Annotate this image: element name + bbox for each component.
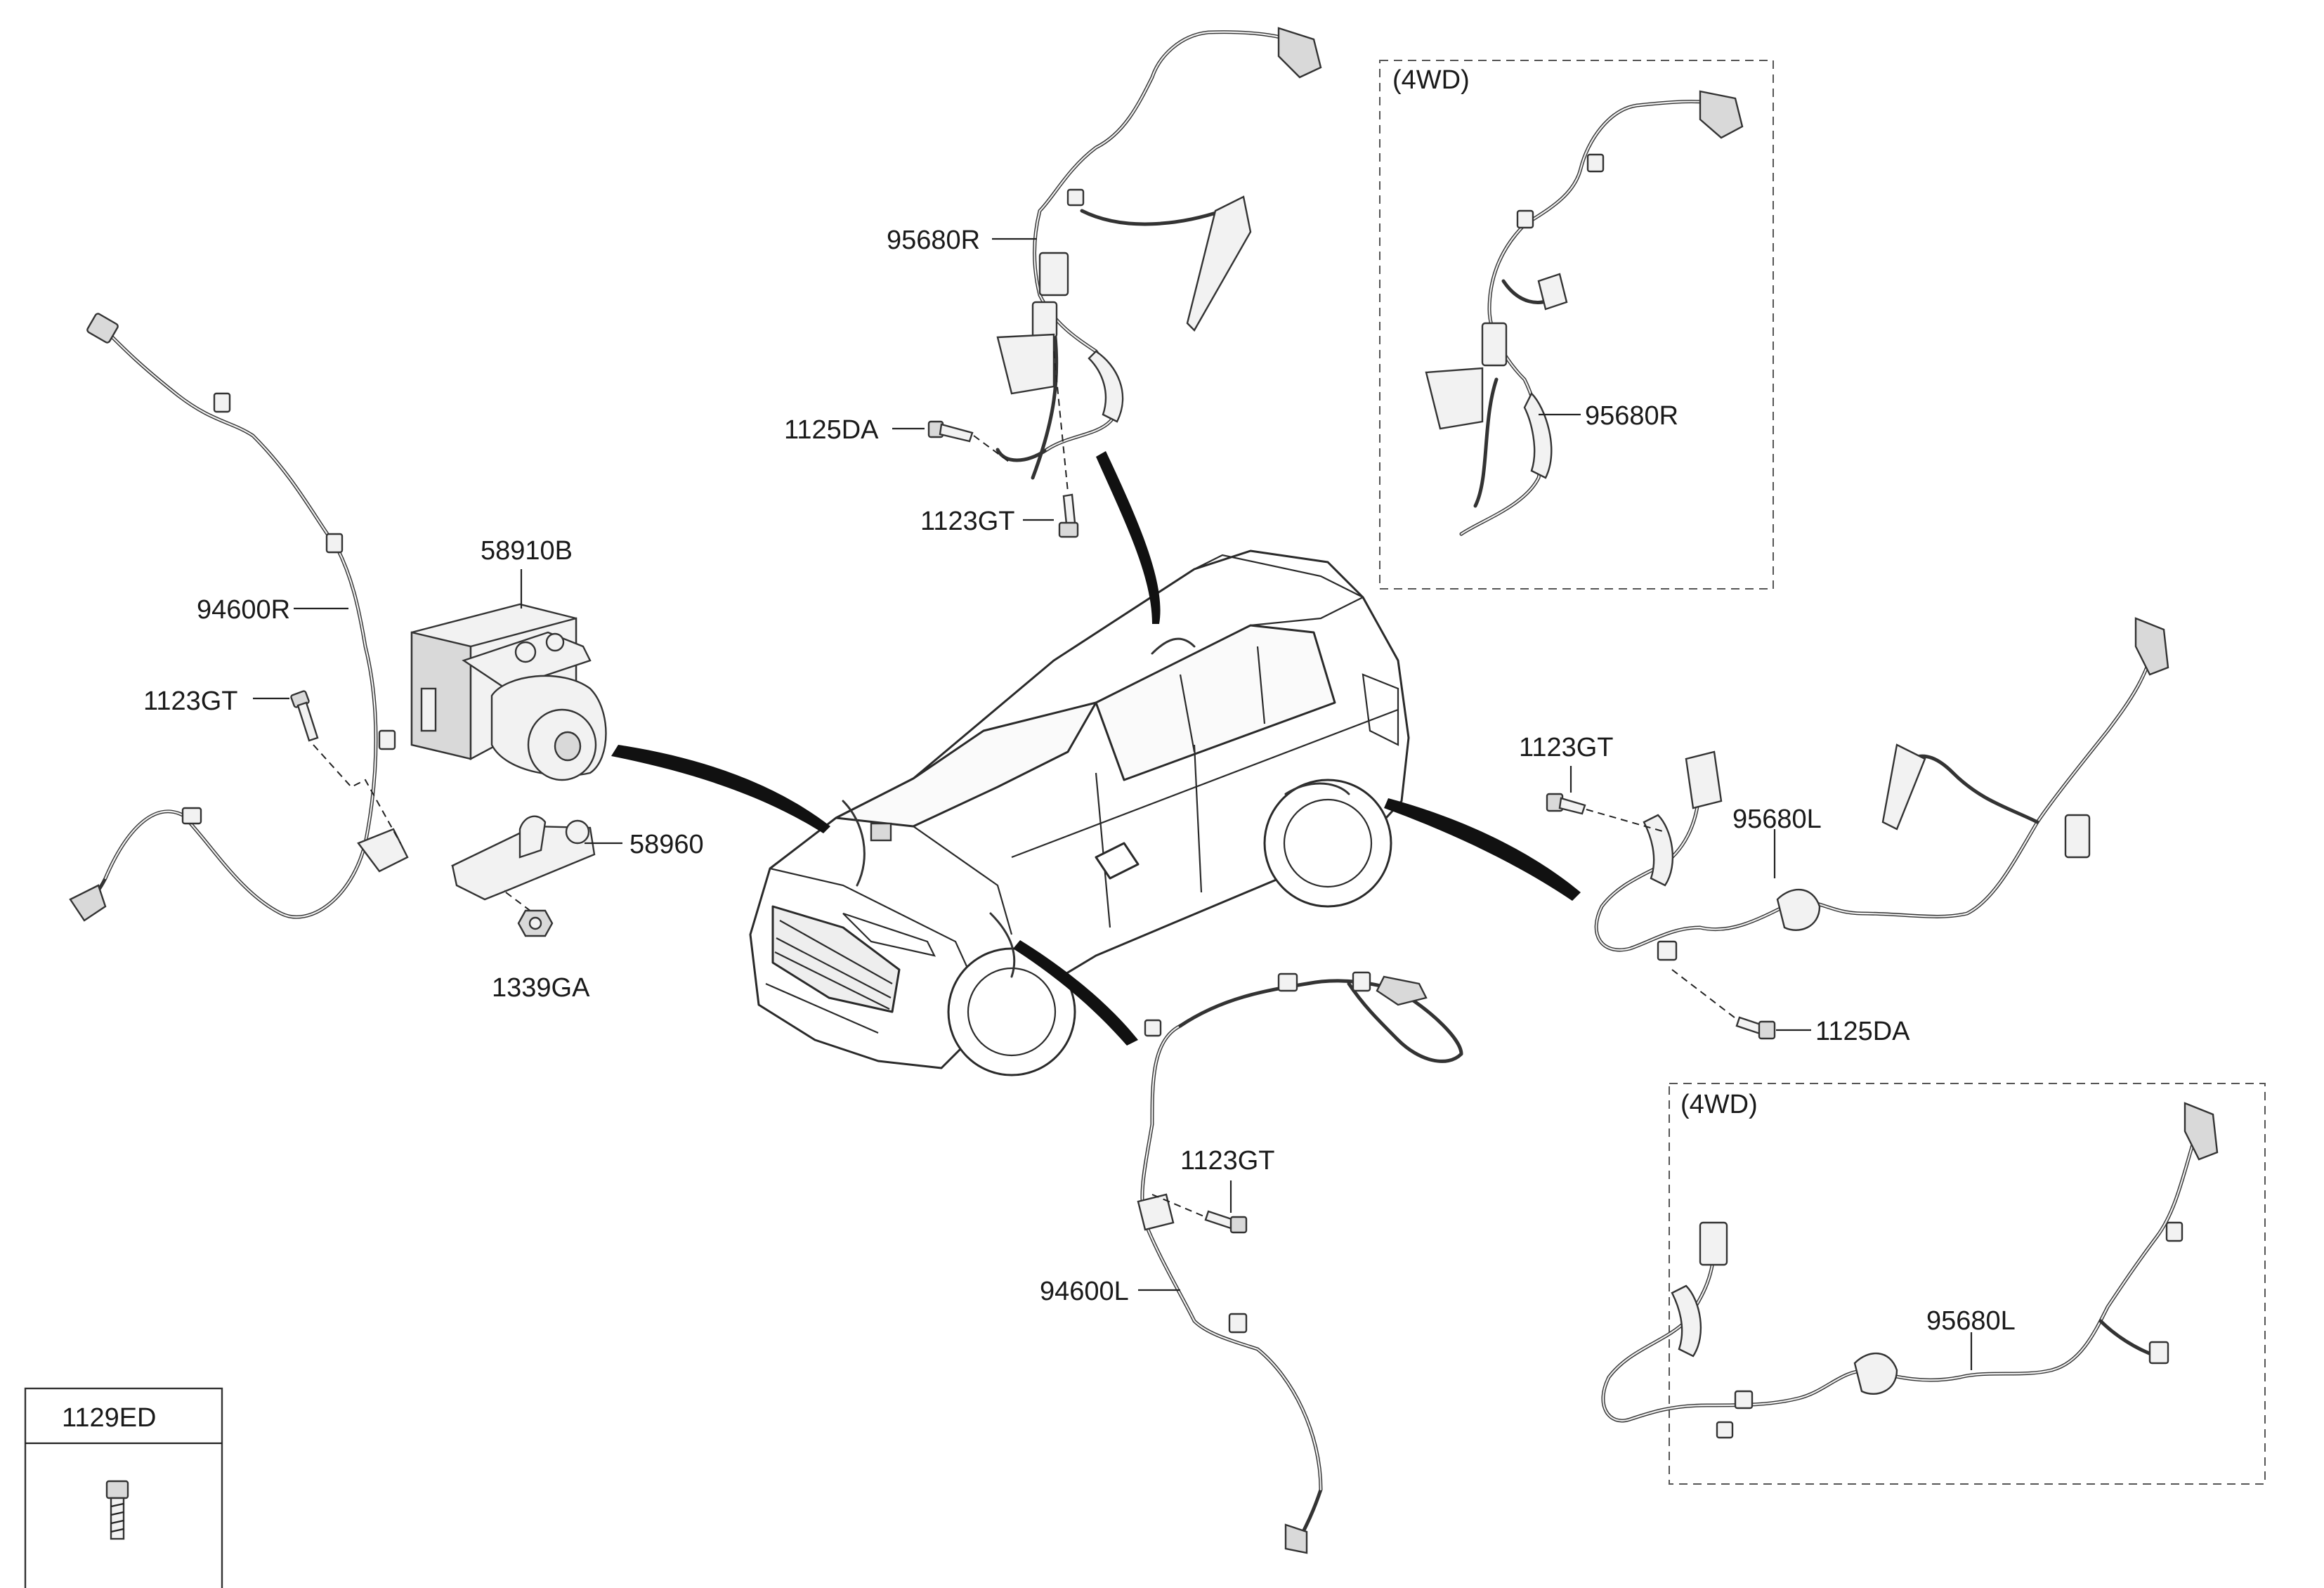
bolt-icon-1123GT-top bbox=[1058, 493, 1079, 538]
pointer-rear-right bbox=[1096, 451, 1161, 624]
label-95680L-4wd: 95680L bbox=[1926, 1306, 2016, 1336]
box-4wd-bottom-title: (4WD) bbox=[1680, 1090, 1758, 1119]
wheel-speed-sensor-icon-95680R-4wd bbox=[1425, 90, 1744, 536]
wheel-speed-sensor-icon-95680L-4wd bbox=[1601, 1102, 2219, 1439]
label-1339GA: 1339GA bbox=[492, 973, 590, 1003]
legend-part-number: 1129ED bbox=[62, 1403, 157, 1433]
label-95680R-4wd: 95680R bbox=[1585, 401, 1678, 431]
box-4wd-bottom: (4WD) bbox=[1669, 1083, 2266, 1485]
label-58960: 58960 bbox=[629, 830, 704, 859]
bolt-icon-1123GT-right bbox=[1546, 793, 1586, 815]
label-1125DA-right: 1125DA bbox=[1815, 1017, 1910, 1046]
bracket-icon-58960 bbox=[450, 815, 596, 901]
label-1125DA-top: 1125DA bbox=[784, 415, 879, 445]
label-95680L: 95680L bbox=[1732, 805, 1822, 834]
label-94600R: 94600R bbox=[197, 595, 290, 625]
bolt-icon-1125DA-right bbox=[1735, 1016, 1776, 1040]
legend-box-1129ED: 1129ED bbox=[24, 1387, 223, 1588]
label-1123GT-left: 1123GT bbox=[143, 686, 237, 716]
wheel-speed-sensor-icon-95680L bbox=[1594, 617, 2169, 961]
suv-vehicle-icon bbox=[749, 549, 1410, 1076]
bolt-icon-1125DA-top bbox=[927, 420, 974, 443]
abs-modulator-icon bbox=[410, 603, 607, 781]
label-1123GT-top: 1123GT bbox=[920, 507, 1014, 536]
pointer-abs-module bbox=[611, 745, 830, 833]
wheel-speed-sensor-icon-94600L bbox=[1137, 971, 1463, 1554]
label-1123GT-right: 1123GT bbox=[1519, 733, 1613, 762]
nut-icon-1339GA bbox=[505, 892, 554, 937]
label-95680R-top: 95680R bbox=[887, 226, 980, 255]
box-4wd-top: (4WD) bbox=[1379, 60, 1774, 590]
label-94600L: 94600L bbox=[1040, 1277, 1129, 1306]
wheel-speed-sensor-icon-94600R bbox=[69, 313, 409, 922]
bolt-icon-1123GT-bottom bbox=[1204, 1210, 1248, 1234]
pointer-front-left bbox=[1013, 940, 1138, 1046]
box-4wd-top-title: (4WD) bbox=[1392, 65, 1470, 95]
bolt-icon bbox=[105, 1480, 129, 1540]
label-58910B: 58910B bbox=[481, 536, 573, 566]
pointer-rear-left bbox=[1384, 798, 1581, 901]
wheel-speed-sensor-icon-95680R-top bbox=[995, 27, 1322, 480]
label-1123GT-bottom: 1123GT bbox=[1180, 1146, 1274, 1176]
bolt-icon-1123GT-left bbox=[290, 690, 319, 742]
